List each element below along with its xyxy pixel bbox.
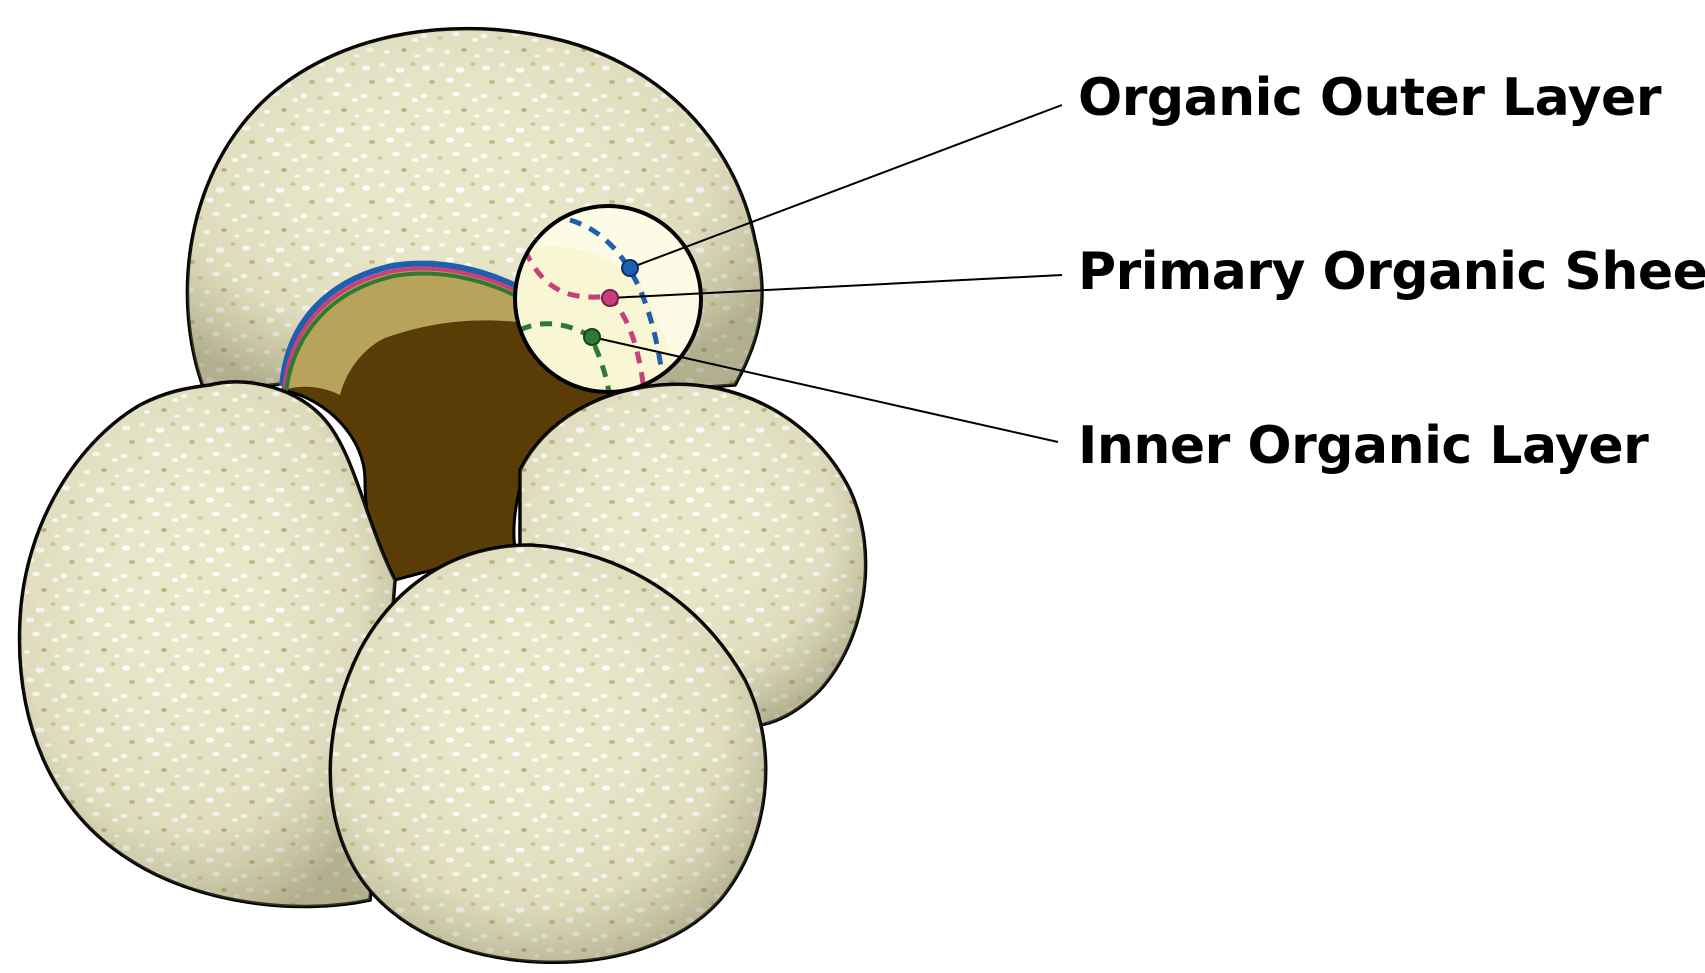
- leader-line-primary: [609, 274, 1063, 299]
- leader-lines: [591, 104, 1063, 443]
- shell-chamber-bottom: [328, 543, 768, 965]
- label-inner-organic-layer: Inner Organic Layer: [1078, 416, 1649, 476]
- leader-line-inner: [591, 336, 1059, 443]
- label-organic-outer-layer: Organic Outer Layer: [1078, 68, 1661, 128]
- leader-line-outer: [629, 104, 1063, 269]
- inner-layer-marker: [583, 328, 601, 346]
- shell-chamber-left: [17, 380, 397, 909]
- layer-markers: [583, 259, 639, 346]
- primary-sheet-marker: [601, 289, 619, 307]
- label-primary-organic-sheet: Primary Organic Sheet: [1078, 242, 1705, 302]
- outer-layer-marker: [621, 259, 639, 277]
- shell-chamber-right: [518, 382, 868, 728]
- foraminifera-shell-illustration: [17, 26, 868, 965]
